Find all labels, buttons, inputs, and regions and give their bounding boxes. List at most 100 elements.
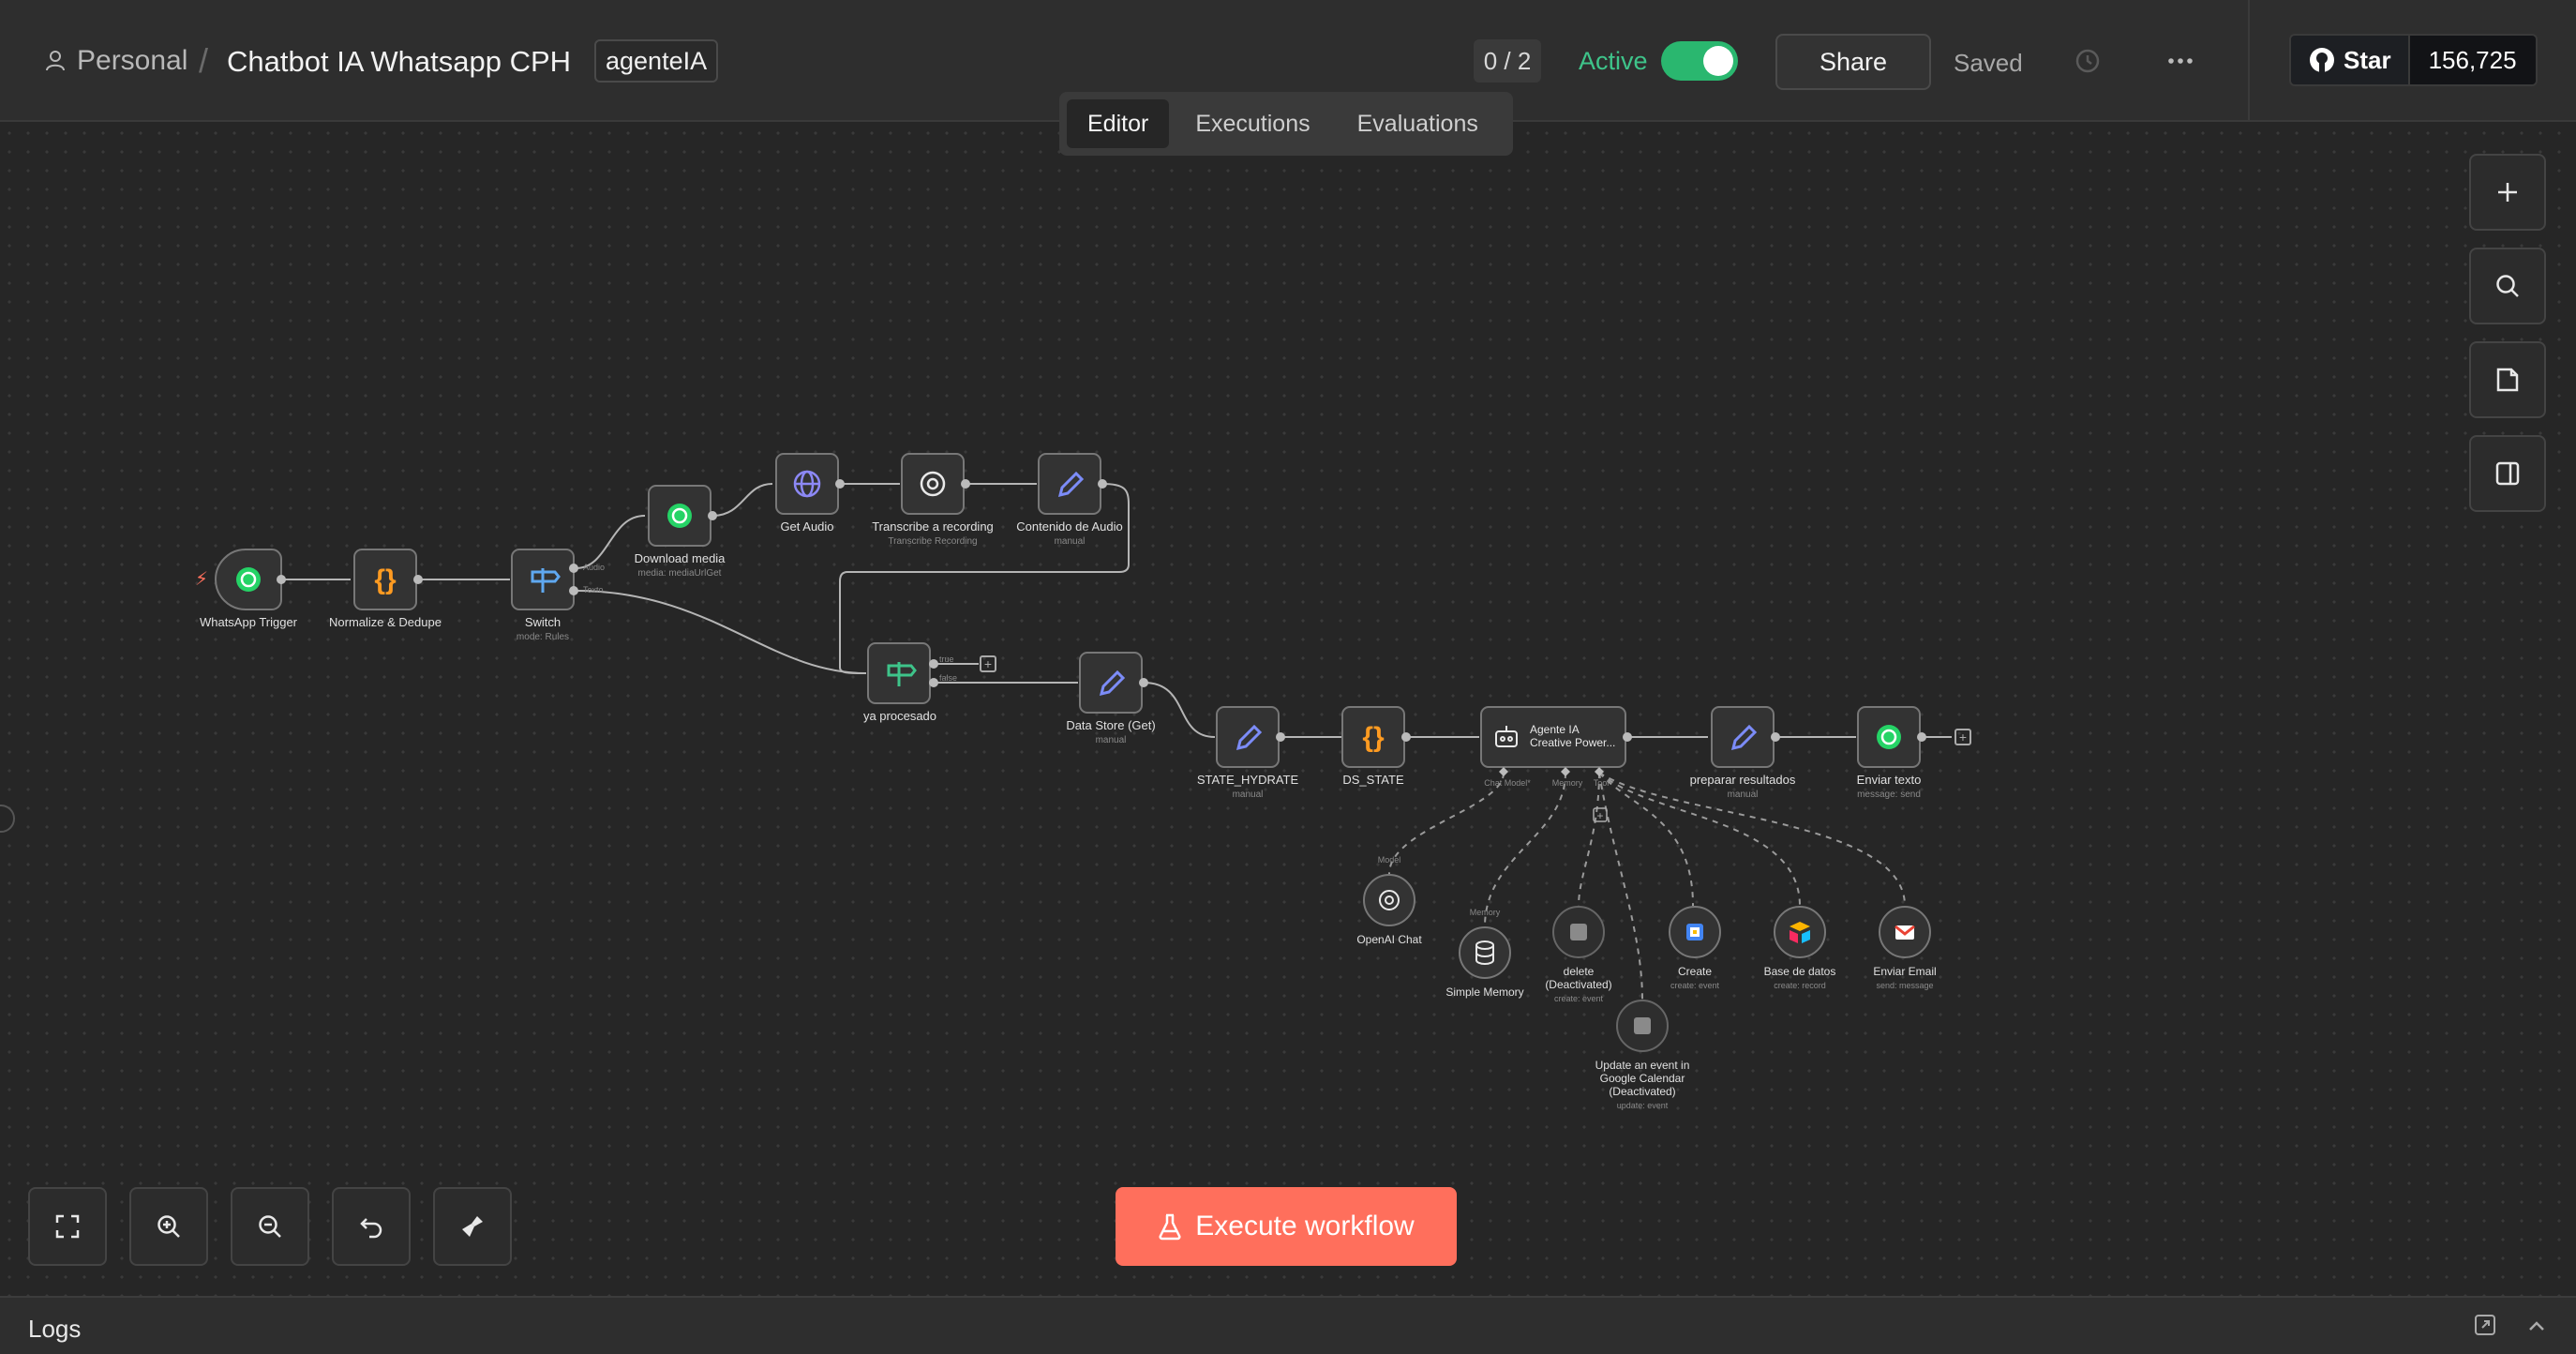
node-openai-chat[interactable]: Model OpenAI Chat: [1356, 855, 1422, 946]
update-event-label-2: Google Calendar: [1600, 1072, 1685, 1085]
node-preparar-resultados[interactable]: preparar resultados manual: [1690, 706, 1796, 800]
github-star-count: 156,725: [2407, 36, 2536, 84]
chevron-up-icon[interactable]: [2525, 1315, 2548, 1337]
globe-icon: [793, 470, 821, 498]
undo-button[interactable]: [332, 1187, 411, 1266]
node-ds-state[interactable]: {} DS_STATE: [1341, 706, 1411, 787]
version-counter[interactable]: 0 / 2: [1474, 39, 1541, 83]
fit-view-button[interactable]: [28, 1187, 107, 1266]
execute-workflow-label: Execute workflow: [1195, 1211, 1415, 1241]
openai-port: Model: [1378, 855, 1401, 865]
edge-download-getaudio: [711, 483, 773, 517]
simple-memory-label: Simple Memory: [1445, 985, 1523, 999]
switch-out-texto: Texto: [583, 585, 604, 594]
get-audio-label: Get Audio: [780, 519, 833, 534]
add-node-button[interactable]: [2469, 154, 2546, 231]
tab-editor[interactable]: Editor: [1067, 99, 1170, 148]
delete-label-1: delete: [1564, 965, 1595, 978]
gmail-icon: [1895, 925, 1915, 940]
agente-label-2: Creative Power...: [1530, 736, 1615, 749]
node-normalize[interactable]: {} Normalize & Dedupe: [329, 549, 442, 629]
tab-executions[interactable]: Executions: [1195, 111, 1310, 137]
node-update-event[interactable]: Update an event in Google Calendar (Deac…: [1595, 1000, 1690, 1110]
agente-port-chat: Chat Model*: [1484, 778, 1531, 788]
node-delete[interactable]: delete (Deactivated) create: event: [1545, 906, 1612, 1003]
transcribe-sub: Transcribe Recording: [888, 536, 977, 547]
tidy-up-button[interactable]: [433, 1187, 512, 1266]
history-icon[interactable]: [2074, 47, 2102, 75]
view-tabs: Editor Executions Evaluations: [1059, 92, 1513, 156]
more-options-icon[interactable]: [2167, 47, 2194, 75]
agente-port-memory: Memory: [1552, 778, 1583, 788]
node-whatsapp-trigger[interactable]: ⚡ WhatsApp Trigger: [195, 549, 298, 629]
data-store-get-sub: manual: [1096, 735, 1127, 745]
workspace-label: Personal: [77, 45, 188, 76]
add-tool-plus-icon[interactable]: [1593, 807, 1608, 822]
logs-label: Logs: [28, 1315, 82, 1343]
node-simple-memory[interactable]: Memory Simple Memory: [1445, 908, 1523, 999]
edge-agente-memory: [1484, 772, 1566, 927]
trigger-bolt-icon: ⚡: [195, 569, 208, 590]
transcribe-label: Transcribe a recording: [872, 519, 994, 534]
saved-status: Saved: [1954, 49, 2023, 77]
node-contenido-audio[interactable]: Contenido de Audio manual: [1016, 453, 1123, 547]
share-button[interactable]: Share: [1775, 34, 1931, 90]
robot-icon: [1495, 726, 1518, 747]
workflow-tag[interactable]: agenteIA: [594, 39, 719, 83]
node-enviar-texto[interactable]: + Enviar texto message: send: [1857, 706, 1971, 800]
zoom-in-icon: [157, 1215, 180, 1238]
header-divider: [2248, 0, 2250, 122]
zoom-in-button[interactable]: [129, 1187, 208, 1266]
node-enviar-email[interactable]: Enviar Email send: message: [1873, 906, 1937, 990]
github-star-widget[interactable]: Star 156,725: [2289, 34, 2538, 86]
airtable-icon: [1790, 922, 1810, 943]
create-label: Create: [1678, 965, 1712, 978]
active-toggle[interactable]: [1661, 41, 1738, 81]
enviar-email-label: Enviar Email: [1873, 965, 1936, 978]
node-create[interactable]: Create create: event: [1669, 906, 1721, 990]
ya-procesado-out-true: true: [939, 654, 954, 664]
update-event-label-1: Update an event in: [1595, 1059, 1690, 1072]
search-nodes-button[interactable]: [2469, 248, 2546, 324]
node-agente-ia[interactable]: Agente IA Creative Power... Chat Model* …: [1480, 706, 1632, 822]
pop-out-icon[interactable]: [2473, 1313, 2497, 1337]
github-star-button[interactable]: Star: [2291, 36, 2408, 84]
node-base-datos[interactable]: Base de datos create: record: [1764, 906, 1836, 990]
pencil-icon: [1236, 724, 1263, 751]
calendar-icon: [1634, 1017, 1651, 1034]
zoom-out-button[interactable]: [231, 1187, 309, 1266]
tab-evaluations[interactable]: Evaluations: [1356, 111, 1478, 137]
enviar-texto-sub: message: send: [1857, 790, 1921, 800]
workflow-canvas[interactable]: ⚡ WhatsApp Trigger {} Normalize & Dedupe…: [0, 124, 2576, 1296]
whatsapp-icon: [667, 504, 692, 528]
node-data-store-get[interactable]: Data Store (Get) manual: [1066, 652, 1156, 745]
edge-datastore-hydrate: [1143, 682, 1216, 738]
google-calendar-icon: [1686, 924, 1703, 940]
execute-workflow-button[interactable]: Execute workflow: [1116, 1187, 1457, 1266]
whatsapp-icon: [1877, 725, 1901, 749]
breadcrumb-workspace[interactable]: Personal: [45, 45, 187, 77]
node-state-hydrate[interactable]: STATE_HYDRATE manual: [1197, 706, 1299, 800]
pencil-icon: [1057, 471, 1085, 498]
toggle-panel-button[interactable]: [2469, 435, 2546, 512]
ds-state-label: DS_STATE: [1342, 773, 1404, 787]
contenido-audio-label: Contenido de Audio: [1016, 519, 1122, 534]
sticky-note-button[interactable]: [2469, 341, 2546, 418]
logs-bar[interactable]: Logs: [0, 1296, 2576, 1354]
base-datos-label: Base de datos: [1764, 965, 1836, 978]
enviar-texto-label: Enviar texto: [1857, 773, 1922, 787]
node-get-audio[interactable]: Get Audio: [775, 453, 845, 534]
node-switch[interactable]: Audio Texto Switch mode: Rules: [511, 549, 605, 642]
workflow-title[interactable]: Chatbot IA Whatsapp CPH: [227, 45, 572, 78]
add-node-plus-icon[interactable]: [980, 655, 996, 672]
user-icon: [46, 51, 65, 71]
edge-switch-yaprocesado: [575, 590, 867, 674]
switch-label: Switch: [525, 615, 561, 629]
add-node-plus-icon[interactable]: [1954, 729, 1971, 745]
node-transcribe[interactable]: Transcribe a recording Transcribe Record…: [872, 453, 994, 547]
broom-icon: [462, 1216, 483, 1237]
node-download-media[interactable]: Download media media: mediaUrlGet: [635, 485, 726, 579]
node-ya-procesado[interactable]: true false + ya procesado: [863, 642, 996, 723]
openai-chat-label: OpenAI Chat: [1356, 933, 1422, 946]
pencil-icon: [1730, 724, 1758, 751]
